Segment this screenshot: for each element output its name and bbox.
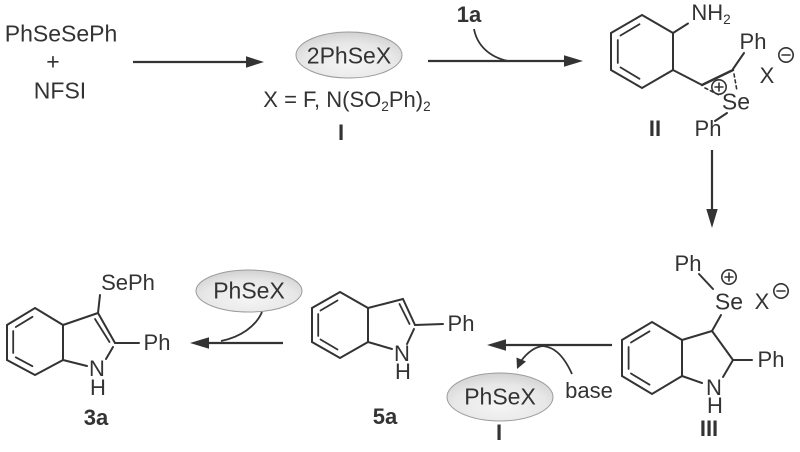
label-1a: 1a [456,2,482,27]
label-3a: 3a [83,405,109,430]
II-ph-top-label: Ph [739,29,767,54]
benzene-ring-II [610,13,674,90]
III-ph-right-label: Ph [757,347,785,372]
reagent-phsesephh: PhSeSePh [4,20,118,47]
III-ph-top-label: Ph [674,251,702,276]
oval-2phsex-label: 2PhSeX [306,42,392,69]
II-ph-bottom-label: Ph [694,116,722,141]
structure-3a [6,294,140,377]
label-II: II [648,116,662,141]
benzene-ring-III [621,320,683,396]
label-III: III [699,416,719,441]
structure-5a [311,290,444,360]
reagent-plus-sign: + [46,48,60,75]
III-se-label: Se [714,288,744,315]
benzene-ring-3a [6,306,64,377]
III-counterion-x: X [754,289,770,314]
arrow-II-to-III [706,150,718,228]
curve-substrate-1a-in [473,28,509,62]
label-5a: 5a [372,404,398,429]
arrow-reagents-to-I [133,56,264,68]
5a-h-label: H [395,359,411,384]
base-label: base [565,378,613,403]
minus-charge-icon [777,46,794,63]
II-se-label: Se [721,88,751,115]
arrow-5a-to-3a [190,337,283,349]
label-I-top: I [337,120,345,145]
III-h-label: H [707,393,723,418]
II-counterion-x: X [759,63,775,88]
III-n-label: N [706,375,722,400]
3a-h-label: H [90,375,106,400]
II-nh2-label: NH2 [691,0,731,27]
curved-arrow-base-in-phsex-out [516,345,573,375]
arrow-I-to-II [428,55,583,67]
oval-phsex-released [446,372,554,422]
benzene-ring-5a [311,290,369,360]
plus-charge-icon [720,268,737,285]
structure-III [621,268,789,396]
3a-ph-label: Ph [143,330,171,355]
plus-charge-icon [710,79,727,96]
x-definition: X = F, N(SO2Ph)2 [263,87,431,114]
reagent-nfsi: NFSI [33,77,87,104]
oval-phsex-released-label: PhSeX [464,383,536,410]
3a-seph-label: SePh [101,270,155,295]
oval-phsex-reagent-label: PhSeX [213,277,285,304]
label-I-bottom: I [495,420,503,445]
structure-II [610,13,794,122]
oval-phsex-reagent [195,269,303,313]
3a-n-label: N [89,356,105,381]
minus-charge-icon [772,282,789,299]
arrow-III-to-5a [487,339,612,351]
5a-n-label: N [394,341,410,366]
oval-2phsex [295,31,403,79]
5a-ph-label: Ph [447,311,475,336]
curve-phsex-in [220,311,263,342]
